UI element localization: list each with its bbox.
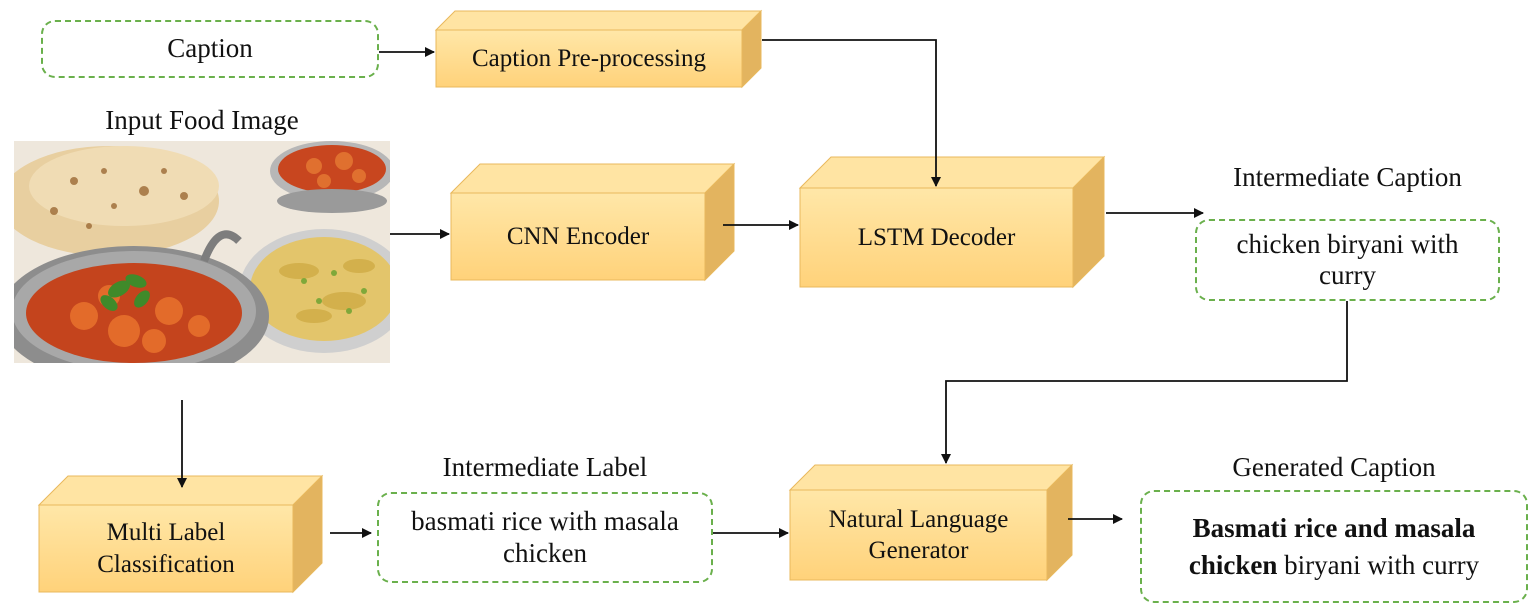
intermediate-label-title: Intermediate Label — [442, 452, 648, 482]
input-image-title: Input Food Image — [105, 105, 299, 135]
generated-caption-box: Basmati rice and masala chicken biryani … — [1140, 490, 1528, 603]
caption-input-box: Caption — [41, 20, 379, 78]
intermediate-caption-box: chicken biryani with curry — [1195, 219, 1500, 301]
generated-caption-bold: Basmati rice and masala chicken — [1188, 513, 1476, 580]
intermediate-caption-text: chicken biryani with curry — [1236, 228, 1459, 290]
generated-caption-title: Generated Caption — [1232, 452, 1436, 482]
caption-preprocessing-label: Caption Pre-processing — [472, 44, 706, 72]
cube-lstm-decoder — [798, 155, 1106, 289]
cube-caption-preprocessing — [434, 9, 763, 89]
multi-label-classification-label: Multi Label Classification — [97, 519, 235, 578]
arrow-intermediate-caption-to-nlg — [941, 300, 1348, 464]
lstm-decoder-label: LSTM Decoder — [857, 223, 1016, 251]
food-illustration — [14, 141, 390, 363]
food-image — [14, 141, 390, 363]
cube-natural-language-generator — [788, 463, 1074, 582]
generated-caption-rest: biryani with curry — [1277, 549, 1480, 580]
cube-multi-label-classification — [37, 474, 324, 594]
intermediate-label-text: basmati rice with masala chicken — [411, 506, 679, 568]
generated-caption-text: Basmati rice and masala chicken biryani … — [1152, 510, 1516, 583]
cnn-encoder-label: CNN Encoder — [506, 222, 650, 250]
caption-input-text: Caption — [167, 33, 253, 64]
arrow-preprocessing-to-lstm — [762, 39, 941, 187]
intermediate-caption-title: Intermediate Caption — [1233, 162, 1462, 192]
cube-cnn-encoder — [449, 162, 736, 282]
natural-language-generator-label: Natural Language Generator — [828, 505, 1009, 564]
intermediate-label-box: basmati rice with masala chicken — [377, 492, 713, 583]
